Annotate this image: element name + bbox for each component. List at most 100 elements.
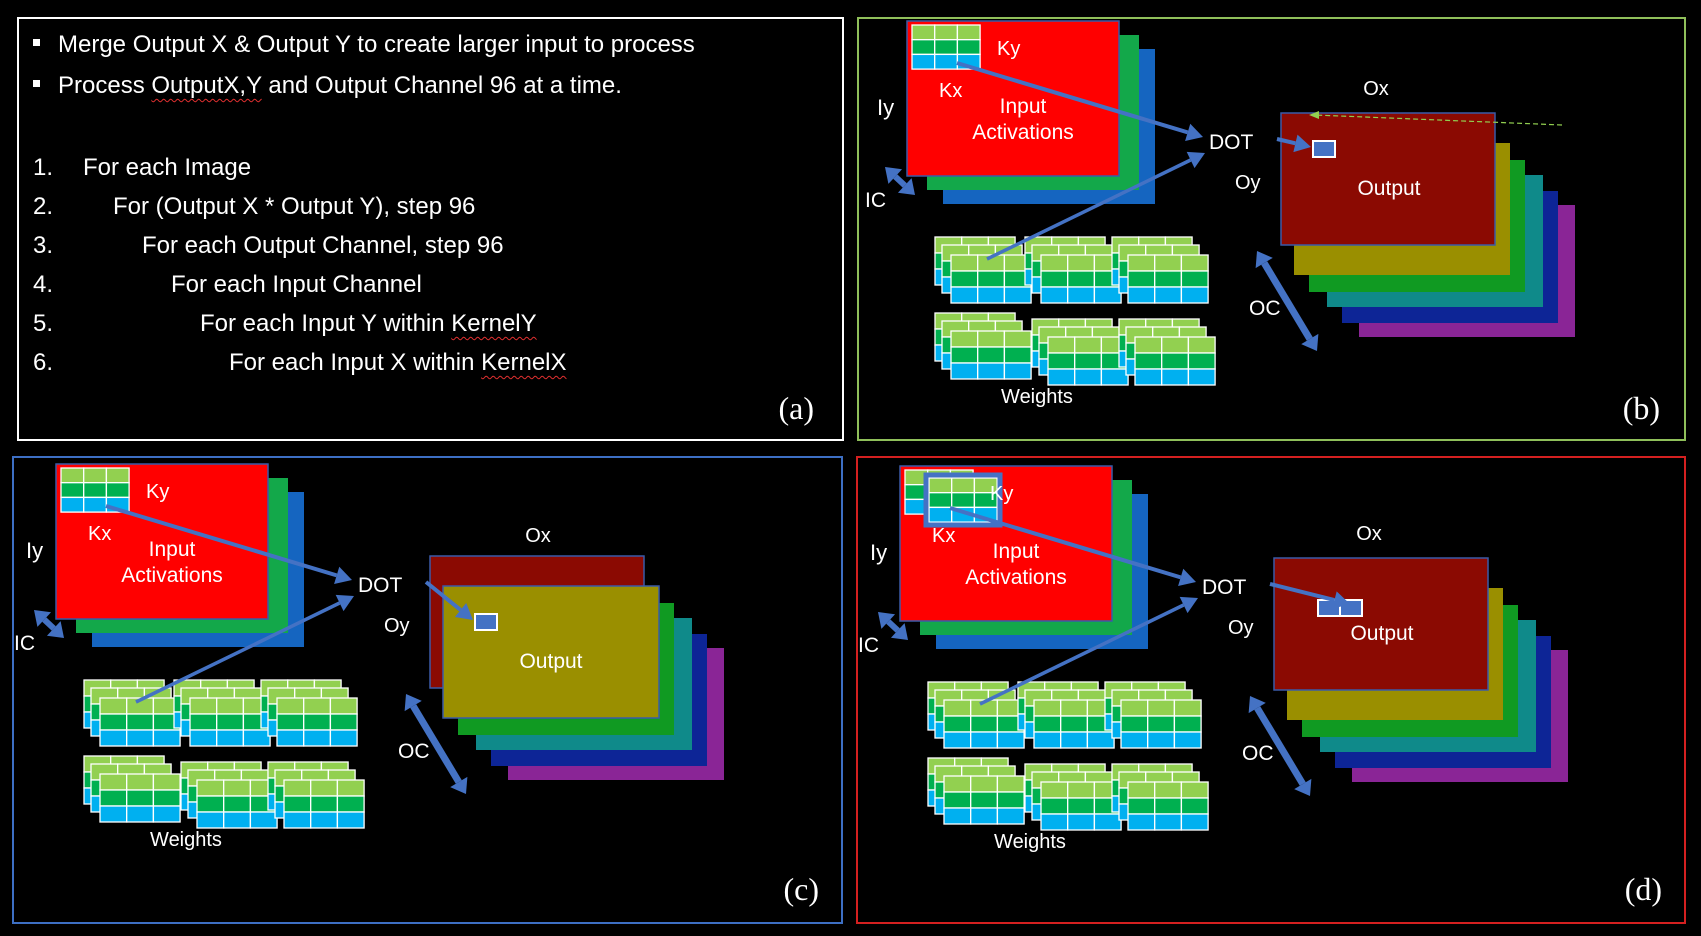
weight-cell <box>99 729 128 747</box>
arrow-dot-to-output <box>1276 134 1311 153</box>
weight-cell <box>1147 715 1176 733</box>
label-input: Input <box>1000 95 1047 118</box>
label-kx: Kx <box>939 80 962 102</box>
weight-cell <box>977 330 1006 348</box>
arrow-weights-to-dot <box>979 596 1198 706</box>
weight-cell <box>310 779 339 797</box>
label-ox: Ox <box>1356 523 1382 545</box>
weight-tile-front <box>1033 699 1115 749</box>
label-output: Output <box>1350 622 1413 645</box>
label-dot: DOT <box>1202 576 1247 599</box>
weight-tile-front <box>196 779 278 829</box>
weight-cell <box>196 795 225 813</box>
kernel-cell <box>60 482 85 499</box>
weight-cell <box>1093 286 1122 304</box>
weight-cell <box>329 697 358 715</box>
weight-cell <box>303 697 332 715</box>
weight-stack-2 <box>1024 236 1122 304</box>
weight-cell <box>1120 731 1149 749</box>
weight-cell <box>276 713 305 731</box>
weight-cell <box>1154 813 1183 831</box>
step-text-before: For each Input Y within <box>200 310 452 337</box>
label-ox: Ox <box>1363 78 1389 100</box>
label-output: Output <box>519 650 582 673</box>
weight-stack-5 <box>1031 318 1129 386</box>
panel-label-c: (c) <box>783 871 819 907</box>
kernel-cell <box>60 496 85 513</box>
weight-cell <box>99 773 128 791</box>
weight-cell <box>1067 813 1096 831</box>
weight-cell <box>1047 352 1076 370</box>
arrow-head <box>450 776 468 794</box>
weight-stack-2 <box>1017 681 1115 749</box>
arrow-head <box>878 612 896 629</box>
weight-cell <box>970 775 999 793</box>
weight-cell <box>126 773 155 791</box>
weight-cell <box>970 731 999 749</box>
label-ic: IC <box>858 634 879 657</box>
weight-cell <box>1067 254 1096 272</box>
arrow-shaft <box>956 61 1189 135</box>
arrow-shaft <box>1254 706 1306 786</box>
weight-stack-4 <box>934 312 1032 380</box>
step-text: For each Input Channel <box>171 271 422 298</box>
output-element <box>1312 140 1336 158</box>
label-weights: Weights <box>1001 386 1073 408</box>
label-output: Output <box>1357 177 1420 200</box>
weight-cell <box>126 789 155 807</box>
weight-cell <box>1074 336 1103 354</box>
weight-stack-1 <box>83 679 181 747</box>
arrow-shaft <box>986 158 1192 261</box>
weight-cell <box>943 731 972 749</box>
arrow-shaft <box>135 601 341 704</box>
arrow-head <box>1178 568 1196 587</box>
weights-grid <box>83 679 365 829</box>
step-number: 3. <box>33 232 54 259</box>
weight-tile-front <box>1134 336 1216 386</box>
weight-cell <box>336 795 365 813</box>
arrow-shaft <box>1276 137 1296 146</box>
diagram-group: KyKxInputActivationsIyICDOTOutputOxOyOCW… <box>14 463 724 851</box>
weight-cell <box>1127 254 1156 272</box>
label-activations: Activations <box>121 564 223 587</box>
weight-cell <box>1127 781 1156 799</box>
weight-cell <box>1173 715 1202 733</box>
kernel-window <box>60 467 130 513</box>
weight-stack-2 <box>173 679 271 747</box>
arrow-weights-to-dot <box>986 151 1205 261</box>
weight-cell <box>196 779 225 797</box>
weight-tile-front <box>1120 699 1202 749</box>
weight-tile-front <box>1040 254 1122 304</box>
weight-cell <box>970 715 999 733</box>
arrow-shaft <box>105 504 338 578</box>
kernel-cell <box>928 492 953 509</box>
arrow-head <box>46 621 64 638</box>
weight-cell <box>1127 813 1156 831</box>
weight-cell <box>276 729 305 747</box>
label-iy: Iy <box>26 538 43 563</box>
arrow-head <box>454 602 473 620</box>
weight-cell <box>996 807 1025 825</box>
weight-cell <box>1067 270 1096 288</box>
step-number: 1. <box>33 154 54 181</box>
label-kx: Kx <box>88 523 111 545</box>
scan-direction-arrow <box>1309 111 1563 126</box>
weight-cell <box>303 713 332 731</box>
weight-cell <box>152 729 181 747</box>
weight-cell <box>283 795 312 813</box>
weight-cell <box>336 779 365 797</box>
weight-cell <box>1154 781 1183 799</box>
weight-cell <box>152 789 181 807</box>
weight-cell <box>1040 286 1069 304</box>
ic-double-arrow <box>878 612 908 640</box>
step-text: For each Input Y within KernelY <box>200 310 537 338</box>
kernel-cell <box>934 39 959 56</box>
weight-stack-6 <box>1111 763 1209 831</box>
bullet-text-spellcheck: OutputX,Y <box>151 72 262 99</box>
label-ky: Ky <box>990 483 1013 505</box>
label-dot: DOT <box>1209 131 1254 154</box>
weight-cell <box>196 811 225 829</box>
weight-cell <box>1003 330 1032 348</box>
weight-cell <box>977 346 1006 364</box>
